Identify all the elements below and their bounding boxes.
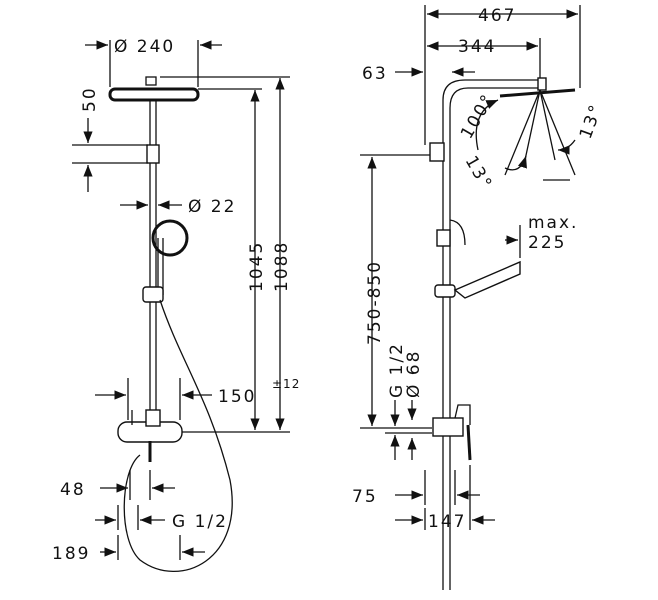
dim-height-50: 50 [80, 86, 100, 112]
dim-width-75: 75 [352, 487, 378, 507]
dim-angle-13-right: 13° [576, 101, 607, 142]
front-view: Ø 240 50 Ø 22 1045 1088 150 ±12 48 [52, 37, 300, 573]
dim-height-750-850: 750-850 [365, 260, 385, 345]
dim-reach-225: 225 [528, 233, 566, 253]
side-view: 467 344 63 100° 13° 13° max. 225 750-850 [352, 5, 607, 590]
dim-height-1045: 1045 [247, 241, 267, 292]
dim-width-63: 63 [362, 64, 388, 84]
dim-width-48: 48 [60, 480, 86, 500]
dim-angle-13-left: 13° [461, 153, 496, 194]
dim-width-467: 467 [478, 6, 516, 26]
overhead-shower-head [108, 87, 200, 102]
dim-max-label: max. [528, 213, 578, 233]
dim-thread-g-half-right: G 1/2 [387, 342, 407, 398]
dim-width-150: 150 [218, 387, 256, 407]
dim-thread-g-half-left: G 1/2 [172, 512, 228, 532]
dim-diameter-68: Ø 68 [404, 350, 424, 398]
dim-tolerance-12: ±12 [272, 377, 300, 391]
shower-hose [123, 299, 233, 573]
dim-width-344: 344 [458, 37, 496, 57]
hand-shower-head [151, 219, 189, 257]
dim-diameter-240: Ø 240 [114, 37, 175, 57]
dim-angle-100: 100° [457, 90, 499, 142]
dim-width-147: 147 [428, 512, 466, 532]
dim-height-1088: 1088 [272, 241, 292, 292]
dim-width-189: 189 [52, 544, 90, 564]
dim-diameter-22: Ø 22 [188, 197, 236, 217]
